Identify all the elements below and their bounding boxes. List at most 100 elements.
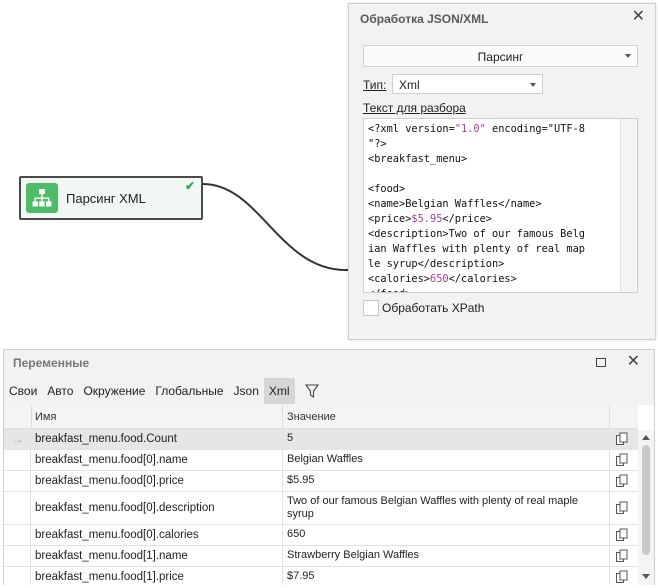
type-dropdown-value: Xml (399, 78, 420, 92)
close-icon[interactable]: ✕ (631, 8, 645, 25)
row-header (4, 567, 31, 585)
code-line: <name>Belgian Waffles</name> (368, 198, 542, 210)
cell-separator (609, 525, 610, 545)
table-row[interactable]: breakfast_menu.food[1].name Strawberry B… (4, 546, 638, 567)
tab-environment[interactable]: Окружение (83, 384, 146, 398)
mode-dropdown[interactable]: Парсинг (363, 45, 638, 67)
table-row[interactable]: breakfast_menu.food[1].price $7.95 (4, 567, 638, 585)
scroll-down-icon[interactable] (642, 574, 650, 579)
xpath-label: Обработать XPath (382, 301, 485, 315)
cell-separator (282, 567, 283, 585)
column-separator (282, 405, 283, 429)
tab-own[interactable]: Свои (9, 384, 38, 398)
cell-separator (282, 429, 283, 449)
variable-name: breakfast_menu.food[1].price (35, 571, 184, 583)
chevron-down-icon (625, 54, 631, 58)
hierarchy-icon (26, 183, 58, 213)
row-header (4, 450, 31, 470)
row-header (4, 471, 31, 491)
copy-icon[interactable] (615, 501, 629, 515)
parse-text-editor[interactable]: <?xml version="1.0" encoding="UTF-8 "?> <b… (363, 118, 638, 293)
copy-icon[interactable] (615, 549, 629, 563)
variables-grid: Имя Значение → breakfast_menu.food.Count… (4, 405, 654, 585)
copy-icon[interactable] (615, 453, 629, 467)
row-header (4, 492, 31, 524)
table-row[interactable]: breakfast_menu.food[0].price $5.95 (4, 471, 638, 492)
variable-value[interactable]: 5 (287, 432, 294, 444)
code-line: <calories>650</calories> (368, 273, 517, 285)
grid-scrollbar[interactable] (638, 430, 654, 585)
cell-separator (609, 450, 610, 470)
code-line: ian Waffles with plenty of real map (368, 243, 585, 255)
variable-name: breakfast_menu.food[1].name (35, 550, 188, 562)
code-line: le syrup</description> (368, 258, 505, 270)
cell-separator (282, 471, 283, 491)
table-row[interactable]: → breakfast_menu.food.Count 5 (4, 429, 638, 450)
parse-text-label[interactable]: Текст для разбора (363, 101, 466, 115)
code-line: <description>Two of our famous Belg (368, 228, 585, 240)
check-icon: ✔ (184, 179, 195, 193)
copy-icon[interactable] (615, 432, 629, 446)
variable-value[interactable]: Belgian Waffles (287, 453, 363, 465)
row-header: → (4, 429, 31, 449)
scroll-up-icon[interactable] (642, 435, 650, 440)
type-label: Тип: (363, 78, 387, 92)
table-row[interactable]: breakfast_menu.food[0].calories 650 (4, 525, 638, 546)
row-header (4, 546, 31, 566)
mode-dropdown-value: Парсинг (477, 50, 524, 64)
filter-icon[interactable] (299, 378, 325, 404)
code-line: <breakfast_menu> (368, 153, 468, 165)
variable-name: breakfast_menu.food[0].price (35, 475, 184, 487)
grid-header: Имя Значение (4, 405, 638, 429)
maximize-icon[interactable] (596, 358, 606, 367)
code-line: "?> (368, 138, 387, 150)
row-pointer-icon: → (12, 432, 24, 446)
node-label: Парсинг XML (66, 191, 146, 206)
xpath-option[interactable]: Обработать XPath (363, 300, 484, 316)
code-line: </food> (368, 287, 618, 292)
column-name-header[interactable]: Имя (35, 411, 57, 423)
chevron-down-icon (530, 83, 536, 87)
variable-value[interactable]: $5.95 (287, 474, 315, 486)
tab-auto[interactable]: Авто (47, 384, 74, 398)
code-content: <?xml version="1.0" encoding="UTF-8 "?> <b… (368, 122, 618, 292)
cell-separator (609, 546, 610, 566)
cell-separator (609, 567, 610, 585)
copy-icon[interactable] (615, 528, 629, 542)
variable-value[interactable]: Two of our famous Belgian Waffles with p… (287, 495, 579, 520)
cell-separator (609, 492, 610, 524)
variable-tabs: Свои Авто Окружение Глобальные Json Xml (4, 377, 325, 405)
code-line (368, 167, 618, 182)
variable-value[interactable]: $7.95 (287, 570, 315, 582)
variable-name: breakfast_menu.food.Count (35, 433, 177, 445)
code-line: <?xml version="1.0" encoding="UTF-8 (368, 123, 585, 135)
variables-panel: Переменные ✕ Свои Авто Окружение Глобаль… (3, 349, 655, 585)
cell-separator (282, 546, 283, 566)
variable-value[interactable]: 650 (287, 528, 306, 540)
variable-name: breakfast_menu.food[0].calories (35, 529, 199, 541)
variable-name: breakfast_menu.food[0].description (35, 502, 215, 514)
row-header (4, 525, 31, 545)
scroll-thumb[interactable] (642, 445, 650, 555)
column-value-header[interactable]: Значение (287, 411, 336, 423)
cell-separator (282, 492, 283, 524)
tab-json[interactable]: Json (233, 384, 259, 398)
tab-global[interactable]: Глобальные (155, 384, 224, 398)
copy-icon[interactable] (615, 570, 629, 584)
cell-separator (609, 471, 610, 491)
xpath-checkbox[interactable] (363, 300, 379, 316)
code-line: <food> (368, 183, 406, 195)
column-separator (609, 405, 610, 429)
variable-value[interactable]: Strawberry Belgian Waffles (287, 549, 420, 561)
variables-title: Переменные (13, 356, 90, 370)
table-row[interactable]: breakfast_menu.food[0].name Belgian Waff… (4, 450, 638, 471)
cell-separator (282, 525, 283, 545)
tab-xml[interactable]: Xml (263, 378, 295, 404)
action-node-xml-parse[interactable]: Парсинг XML ✔ (19, 176, 203, 220)
table-row[interactable]: breakfast_menu.food[0].description Two o… (4, 492, 638, 525)
column-separator (31, 405, 32, 429)
type-dropdown[interactable]: Xml (392, 74, 543, 94)
close-icon[interactable]: ✕ (626, 353, 640, 370)
editor-scrollbar[interactable] (620, 119, 637, 292)
copy-icon[interactable] (615, 474, 629, 488)
